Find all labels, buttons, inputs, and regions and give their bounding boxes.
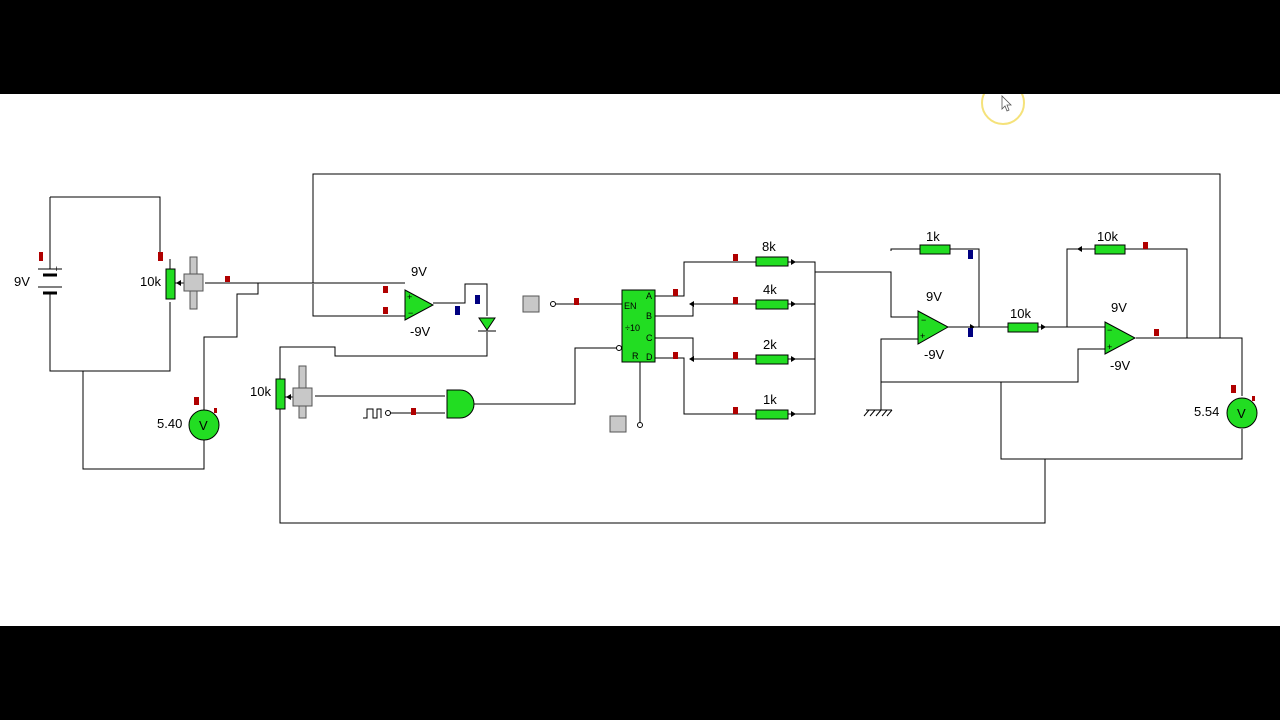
pot1-label: 10k [140,274,161,289]
inverter-opamp-1[interactable]: 1k − + 9V -9V [917,229,975,362]
ladder-4k: 4k [763,282,777,297]
potentiometer-2[interactable]: 10k [250,365,313,419]
pot1-slider-handle[interactable] [183,273,204,292]
inv1-feedback-label: 1k [926,229,940,244]
svg-text:−: − [921,315,926,325]
voltmeter-1[interactable]: V 5.40 [157,397,220,441]
reset-switch[interactable] [609,415,643,433]
voltmeter1-reading: 5.40 [157,416,182,431]
svg-text:+: + [920,331,925,341]
ladder-2k: 2k [763,337,777,352]
inv2-input-label: 10k [1010,306,1031,321]
svg-text:+: + [54,264,59,274]
wires [49,173,1243,524]
mouse-cursor-icon [981,94,1025,125]
battery-label: 9V [14,274,30,289]
voltmeter-2[interactable]: V 5.54 [1194,385,1258,429]
svg-text:−: − [1107,325,1112,335]
svg-text:−: − [408,308,413,318]
svg-text:+: + [407,292,412,302]
counter-c-label: C [646,333,653,343]
comparator-vneg: -9V [410,324,431,339]
comparator-vpos: 9V [411,264,427,279]
schematic-canvas[interactable]: + 9V 10k V 5.40 + − 9V -9V [0,94,1280,626]
inv2-vneg: -9V [1110,358,1131,373]
ground-icon [863,409,893,417]
comparator-opamp[interactable]: + − 9V -9V [383,264,480,339]
and-gate [446,389,475,419]
diode [478,317,496,332]
inverter-opamp-2[interactable]: 10k 10k − + 9V -9V [1007,229,1159,373]
counter-b-label: B [646,311,652,321]
pot2-label: 10k [250,384,271,399]
inv2-feedback-label: 10k [1097,229,1118,244]
clock-source[interactable] [363,408,416,419]
pot2-slider-handle[interactable] [292,387,313,407]
ladder-resistors: 8k 4k 2k 1k [689,239,796,420]
battery[interactable]: + 9V [14,252,62,305]
svg-text:+: + [1107,342,1112,352]
voltmeter2-reading: 5.54 [1194,404,1219,419]
inv1-vpos: 9V [926,289,942,304]
voltmeter1-symbol: V [199,418,208,433]
inv2-vpos: 9V [1111,300,1127,315]
counter-en-label: EN [624,301,637,311]
inv1-vneg: -9V [924,347,945,362]
counter-r-label: R [632,351,639,361]
start-switch[interactable] [522,295,579,313]
ladder-1k: 1k [763,392,777,407]
counter-d-label: D [646,352,653,362]
counter-a-label: A [646,291,652,301]
decade-counter[interactable]: EN ÷10 R A B C D [616,289,679,363]
ladder-8k: 8k [762,239,776,254]
counter-div-label: ÷10 [625,323,640,333]
voltmeter2-symbol: V [1237,406,1246,421]
potentiometer-1[interactable]: 10k [140,252,230,310]
